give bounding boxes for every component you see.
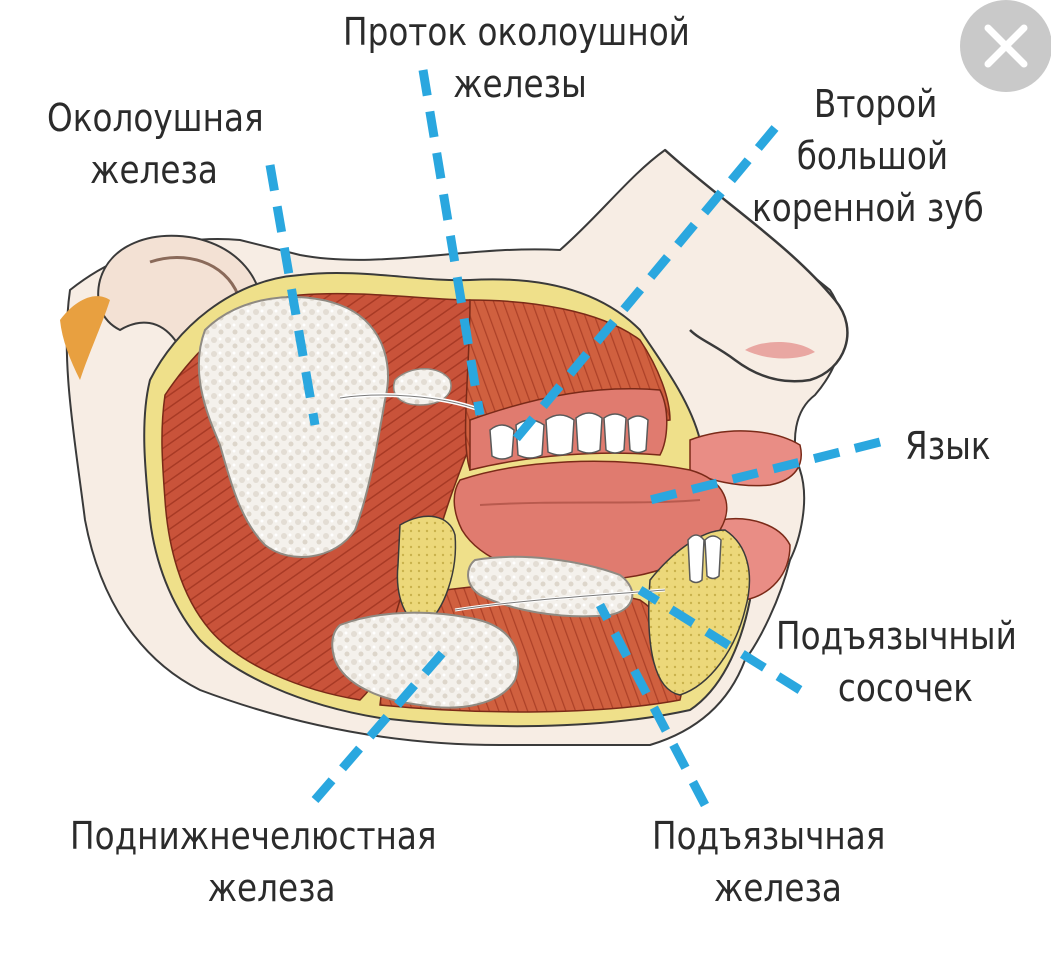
label-submandibular-gland-line-2: железа (207, 866, 336, 910)
label-second-molar-line-2: большой (796, 134, 949, 178)
label-parotid-gland-line-1: Околоушная (47, 96, 264, 140)
label-sublingual-papilla-line-1: Подъязычный (776, 614, 1017, 658)
submandibular-gland-shape (331, 611, 519, 709)
leader-sublingual-gland (596, 602, 709, 808)
label-sublingual-papilla: Подъязычный сосочек (776, 610, 1017, 714)
leader-second-molar (511, 125, 779, 443)
label-sublingual-gland: Подъязычная железа (652, 810, 885, 914)
label-parotid-gland-line-2: железа (90, 148, 218, 192)
close-button[interactable] (960, 0, 1051, 92)
label-parotid-duct: Проток околоушной железы (343, 6, 690, 110)
mandible-section-front (648, 529, 751, 696)
label-sublingual-gland-line-2: железа (713, 866, 842, 910)
leader-parotid-gland (265, 164, 320, 426)
label-sublingual-papilla-line-2: сосочек (837, 666, 974, 710)
upper-lip (689, 430, 802, 487)
label-tongue-line-1: Язык (905, 424, 991, 468)
mandible-section-back (396, 515, 457, 626)
label-submandibular-gland: Поднижнечелюстная железа (70, 810, 437, 914)
label-second-molar: Второй большой коренной зуб (752, 78, 984, 234)
label-parotid-gland: Околоушная железа (47, 92, 264, 196)
label-second-molar-line-3: коренной зуб (752, 186, 984, 230)
label-submandibular-gland-line-1: Поднижнечелюстная (70, 814, 437, 858)
leader-parotid-duct (418, 69, 485, 416)
label-second-molar-line-1: Второй (813, 82, 938, 126)
label-tongue: Язык (905, 420, 991, 472)
label-parotid-duct-line-2: железы (453, 62, 587, 106)
leader-lines (265, 69, 882, 808)
leader-sublingual-papilla (637, 586, 803, 694)
label-parotid-duct-line-1: Проток околоушной (343, 10, 690, 54)
label-sublingual-gland-line-1: Подъязычная (652, 814, 886, 858)
close-icon (984, 24, 1028, 68)
leader-submandibular-gland (311, 647, 449, 803)
parotid-gland-shape (197, 296, 389, 558)
lower-front-teeth (687, 534, 722, 584)
upper-teeth (489, 412, 649, 460)
